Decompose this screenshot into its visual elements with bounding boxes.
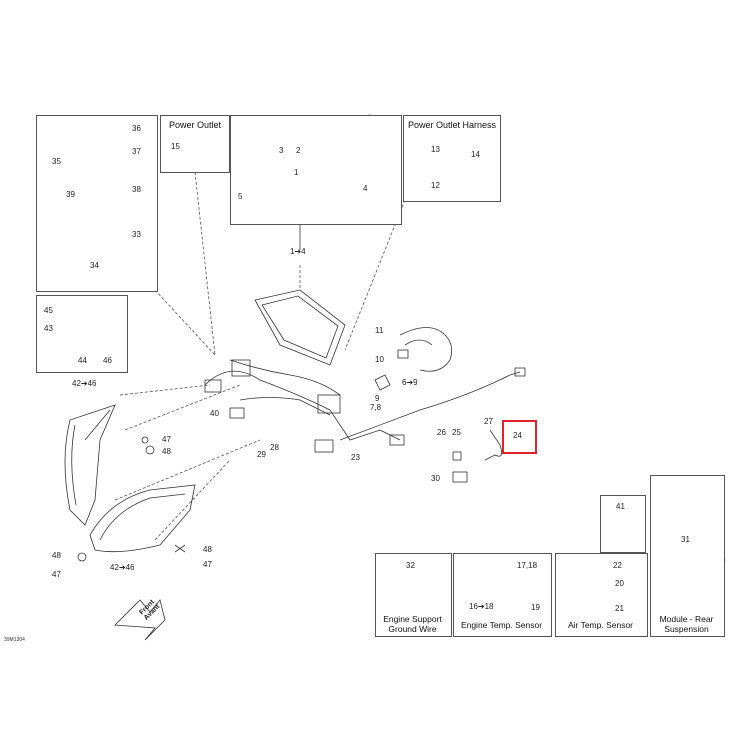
callout-48-right: 48: [203, 545, 212, 554]
highlight-box: [502, 420, 537, 454]
callout-15: 15: [171, 142, 180, 151]
callout-31: 31: [681, 535, 690, 544]
callout-19: 19: [531, 603, 540, 612]
callout-40: 40: [210, 409, 219, 418]
power-outlet-title: Power Outlet: [168, 120, 222, 130]
gauge-cluster-box: [230, 115, 402, 225]
callout-9: 9: [375, 394, 380, 403]
callout-13: 13: [431, 145, 440, 154]
callout-6-9: 6➔9: [402, 378, 418, 387]
callout-30: 30: [431, 474, 440, 483]
callout-35: 35: [52, 157, 61, 166]
callout-1: 1: [294, 168, 299, 177]
engine-support-title: Engine Support Ground Wire: [383, 614, 442, 634]
callout-47-left: 47: [52, 570, 61, 579]
callout-11: 11: [375, 326, 384, 335]
part-41-box: [600, 495, 646, 553]
callout-7-8: 7,8: [370, 403, 382, 412]
callout-1-4: 1➔4: [290, 247, 306, 256]
callout-2: 2: [296, 146, 301, 155]
callout-3: 3: [279, 146, 284, 155]
callout-28: 28: [270, 443, 279, 452]
callout-48-left: 48: [52, 551, 61, 560]
engine-support-box: [375, 553, 452, 637]
callout-44: 44: [78, 356, 87, 365]
power-outlet-harness-box: Power Outlet Harness: [403, 115, 501, 202]
callout-22: 22: [613, 561, 622, 570]
callout-12: 12: [431, 181, 440, 190]
callout-45: 45: [44, 306, 53, 315]
callout-5: 5: [238, 192, 243, 201]
callout-24: 24: [513, 431, 522, 440]
drawing-number: 39M1304: [4, 637, 25, 643]
callout-26: 26: [437, 428, 446, 437]
callout-4: 4: [363, 184, 368, 193]
callout-42-46-top: 42➔46: [72, 379, 97, 388]
module-rear-suspension-title: Module - Rear Suspension: [659, 614, 714, 634]
callout-23: 23: [351, 453, 360, 462]
callout-38: 38: [132, 185, 141, 194]
engine-temp-sensor-title: Engine Temp. Sensor: [460, 620, 543, 630]
callout-42-46-bottom: 42➔46: [110, 563, 135, 572]
callout-27: 27: [484, 417, 493, 426]
callout-21: 21: [615, 604, 624, 613]
callout-34: 34: [90, 261, 99, 270]
callout-37: 37: [132, 147, 141, 156]
engine-temp-box: [453, 553, 552, 637]
callout-25: 25: [452, 428, 461, 437]
battery-box: [36, 115, 158, 292]
callout-32: 32: [406, 561, 415, 570]
air-temp-sensor-title: Air Temp. Sensor: [567, 620, 634, 630]
callout-41: 41: [616, 502, 625, 511]
air-temp-box: [555, 553, 648, 637]
callout-39: 39: [66, 190, 75, 199]
callout-10: 10: [375, 355, 384, 364]
bulb-box: [36, 295, 128, 373]
callout-17-18: 17,18: [517, 561, 538, 570]
callout-36: 36: [132, 124, 141, 133]
callout-33: 33: [132, 230, 141, 239]
callout-14: 14: [471, 150, 480, 159]
callout-20: 20: [615, 579, 624, 588]
callout-47-mid: 47: [162, 435, 171, 444]
callout-43: 43: [44, 324, 53, 333]
callout-16-18: 16➔18: [469, 602, 494, 611]
power-outlet-harness-title: Power Outlet Harness: [407, 120, 497, 130]
power-outlet-box: Power Outlet: [160, 115, 230, 173]
callout-48-mid: 48: [162, 447, 171, 456]
callout-46: 46: [103, 356, 112, 365]
callout-29: 29: [257, 450, 266, 459]
module-rear-suspension-box: [650, 475, 725, 637]
callout-47-right: 47: [203, 560, 212, 569]
